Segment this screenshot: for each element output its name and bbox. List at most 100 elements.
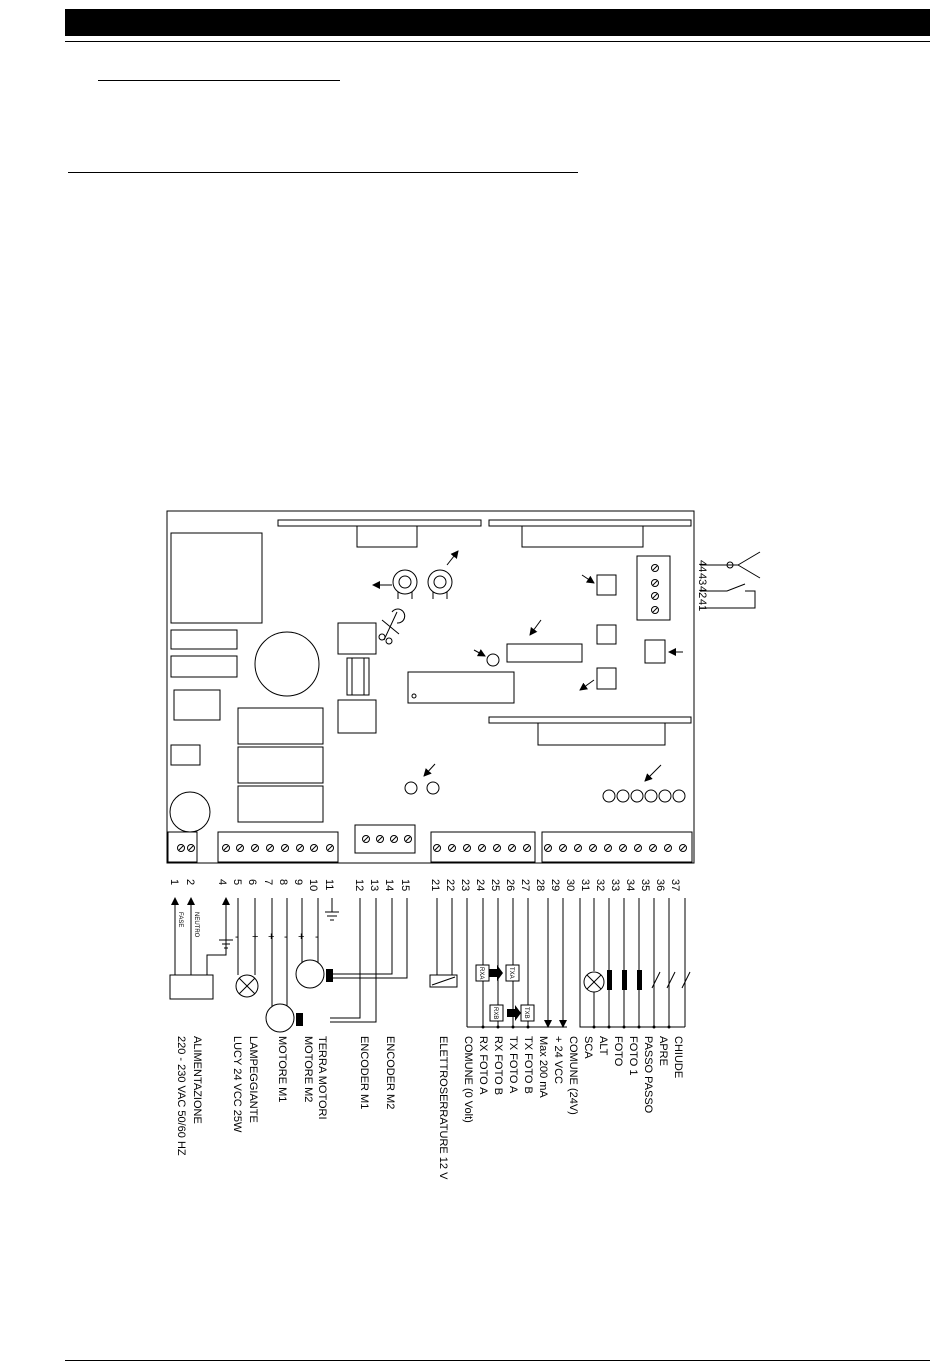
wire-label: TX FOTO B	[522, 1036, 534, 1094]
buzzer	[169, 791, 211, 833]
trimmer-2	[427, 569, 453, 595]
screw-terminal	[187, 844, 195, 852]
screw-terminal	[326, 844, 334, 852]
terminal-number: 11	[323, 879, 335, 890]
terminal-block-inputs	[541, 831, 693, 863]
wire-label: COMUNE (24V)	[567, 1036, 579, 1115]
screw-terminal	[619, 844, 627, 852]
footer-rule	[65, 1360, 930, 1361]
terminal-number: 22	[444, 879, 456, 891]
wire-label: RX FOTO B	[492, 1036, 504, 1095]
header-bar	[65, 9, 930, 36]
screw-terminal	[281, 844, 289, 852]
terminal-number: 10	[307, 879, 319, 891]
rxb-box	[489, 1004, 504, 1022]
label-txb: TXB	[523, 1007, 529, 1019]
wire-label: ENCODER M2	[384, 1036, 396, 1109]
wire-label: Max 200 mA	[537, 1036, 549, 1098]
antenna-terminal-number: 41	[696, 599, 708, 611]
component-block	[173, 689, 221, 721]
motor-m1	[265, 1003, 295, 1033]
screw-terminal	[463, 844, 471, 852]
terminal-number: 25	[489, 879, 501, 891]
wire-label: CHIUDE	[672, 1036, 684, 1078]
terminal-number: 5	[231, 879, 243, 885]
terminal-number: 9	[292, 879, 304, 885]
antenna-terminal-number: 43	[696, 573, 708, 585]
screw-terminal	[448, 844, 456, 852]
screw-terminal	[390, 835, 398, 843]
terminal-number: 1	[168, 879, 180, 885]
polarity-mark: +	[252, 931, 258, 943]
push-button-3	[596, 667, 617, 690]
label-neutro: NEUTRO	[193, 912, 199, 938]
relay-2	[237, 746, 324, 784]
terminal-number: 4	[216, 879, 228, 885]
screw-terminal	[236, 844, 244, 852]
terminal-number: 37	[669, 879, 681, 891]
wire-label: FOTO	[612, 1036, 624, 1067]
transformer	[170, 532, 263, 624]
terminal-number: 35	[639, 879, 651, 891]
screw-terminal	[493, 844, 501, 852]
screw-terminal	[508, 844, 516, 852]
led	[486, 653, 500, 667]
connector-strip-top-right	[488, 519, 692, 527]
label-rxb: RXB	[492, 1007, 498, 1019]
wire-label: MOTORE M1	[276, 1036, 288, 1102]
terminal-number: 7	[262, 879, 274, 885]
screw-terminal	[222, 844, 230, 852]
screw-terminal	[177, 844, 185, 852]
terminal-number: 14	[383, 879, 395, 891]
status-led-row	[602, 789, 686, 803]
terminal-number: 36	[654, 879, 666, 891]
screw-terminal	[589, 844, 597, 852]
polarity-mark: -	[315, 931, 319, 943]
terminal-number: 28	[534, 879, 546, 891]
wire-label: SCA	[582, 1036, 594, 1059]
relay-1	[237, 707, 324, 745]
screw-terminal	[296, 844, 304, 852]
dip-switch-bank	[506, 643, 583, 663]
terminal-number: 21	[429, 879, 441, 891]
polarity-mark: +	[268, 931, 274, 943]
screw-terminal	[679, 844, 687, 852]
screw-terminal	[523, 844, 531, 852]
wire-label: + 24 VCC	[552, 1036, 564, 1084]
header-rule	[65, 41, 930, 42]
terminal-block-accessories	[430, 831, 536, 863]
lamp-lampeggiante	[235, 974, 259, 998]
section-rule-long	[68, 172, 578, 173]
screw-terminal	[310, 844, 318, 852]
wire-label: PASSO PASSO	[642, 1036, 654, 1114]
terminal-block-power	[167, 831, 198, 863]
chip-top-right	[521, 525, 644, 548]
fuse	[346, 657, 370, 696]
screw-terminal	[266, 844, 274, 852]
control-board	[166, 510, 695, 864]
section-rule-short	[98, 80, 340, 81]
trimmer-1	[392, 569, 418, 595]
wire-label: FOTO 1	[627, 1036, 639, 1076]
antenna-terminal-block	[636, 555, 671, 621]
terminal-number: 27	[519, 879, 531, 891]
terminal-number: 24	[474, 879, 486, 891]
connector-strip-top-left	[277, 519, 482, 527]
wire-label: TX FOTO A	[507, 1036, 519, 1094]
screw-terminal	[559, 844, 567, 852]
small-component	[170, 744, 201, 766]
terminal-number: 8	[277, 879, 289, 885]
wire-label: APRE	[657, 1036, 669, 1066]
screw-terminal	[574, 844, 582, 852]
wire-label: ALIMENTAZIONE	[191, 1036, 203, 1124]
connector-strip-bottom	[488, 716, 692, 724]
antenna-terminal-number: 42	[696, 586, 708, 598]
terminal-number: 23	[459, 879, 471, 891]
polarity-mark: -	[235, 931, 239, 943]
led-indicator-2	[426, 781, 440, 795]
wire-label: 220 - 230 VAC 50/60 HZ	[175, 1036, 187, 1156]
led-indicator-1	[404, 781, 418, 795]
wire-label: ELETTROSERRATURE 12 V	[437, 1036, 449, 1180]
terminal-number: 12	[353, 879, 365, 891]
